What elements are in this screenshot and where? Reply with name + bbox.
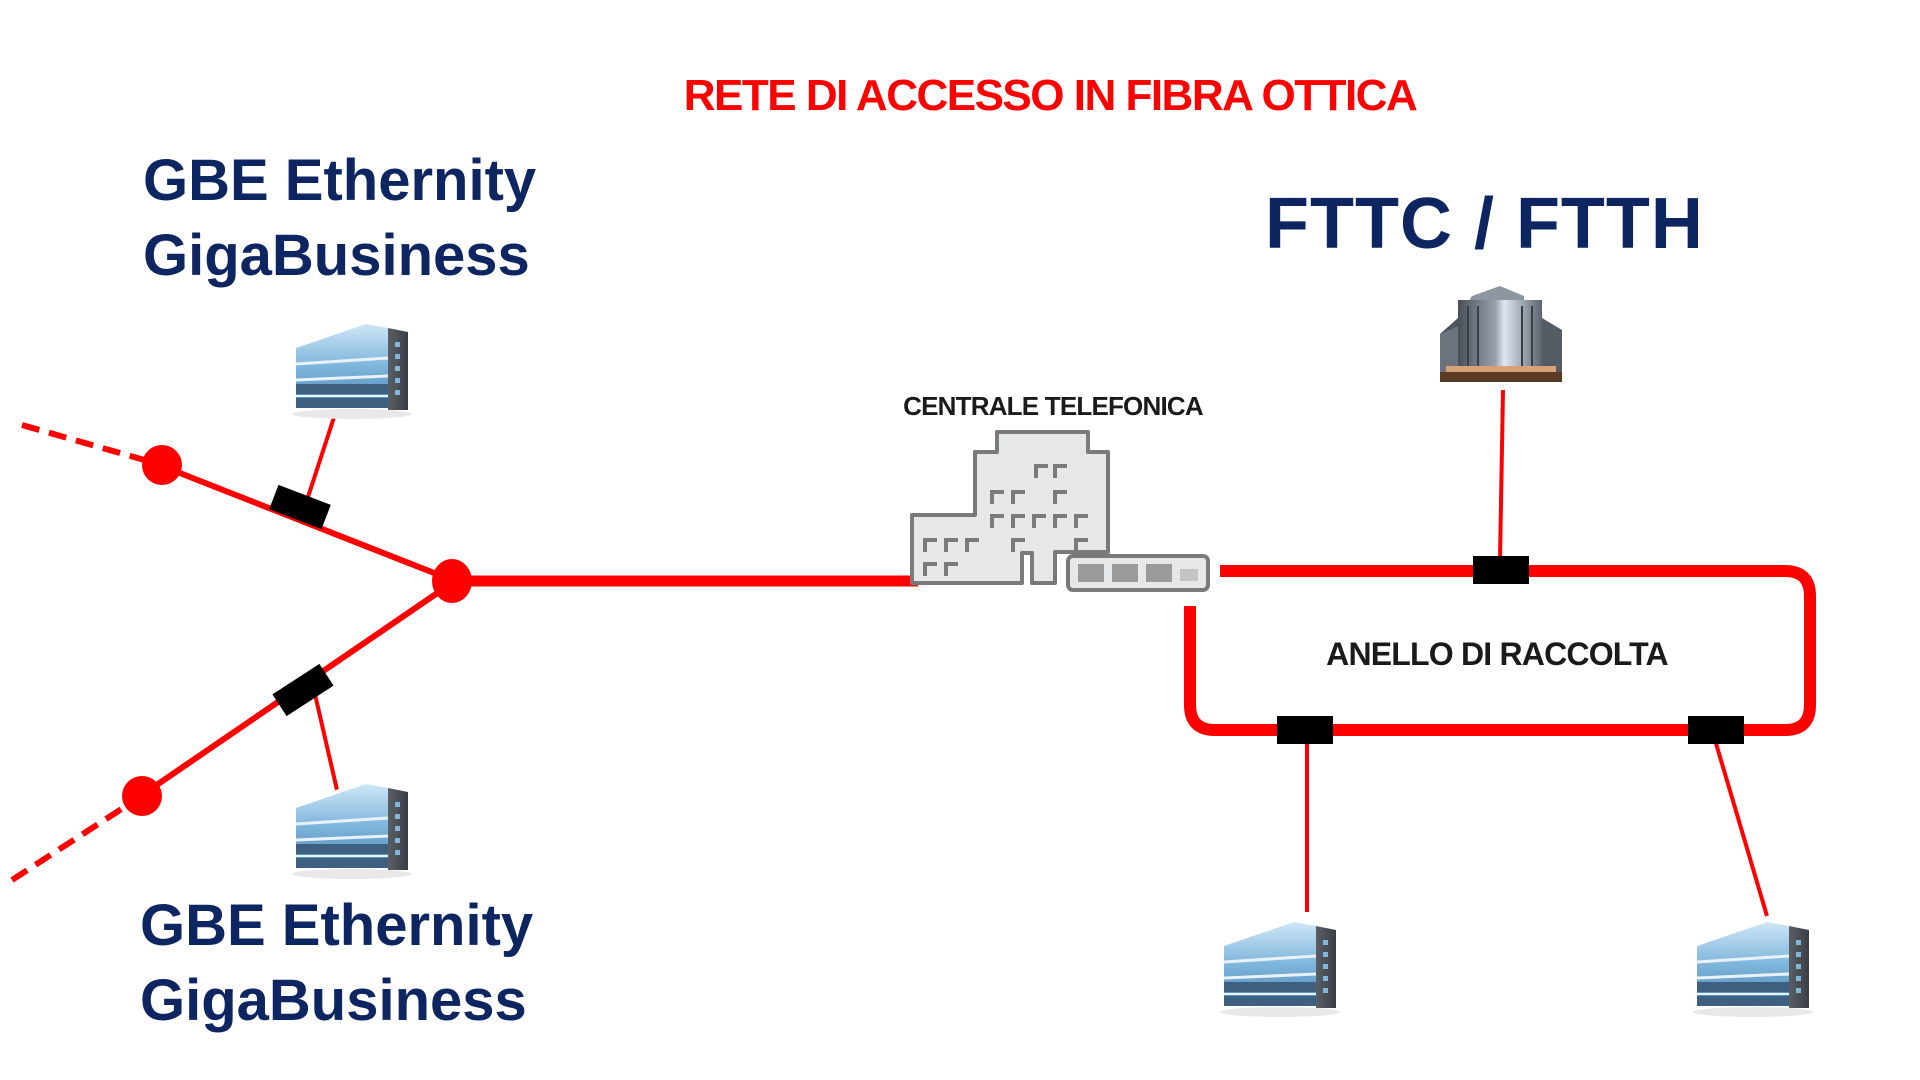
splice-box-upper [269,484,331,530]
fiber-drop-fttc-ftth [1498,389,1505,561]
gbe-bottom-label-line1: GBE Ethernity [140,893,533,958]
fiber-ring [1184,565,1816,736]
ring-label: ANELLO DI RACCOLTA [1326,636,1668,672]
tree-network [10,316,918,883]
fiber-dashed-lower [10,794,142,883]
junction-node [432,559,472,603]
tower-building-icon-fttc-ftth [1440,286,1562,382]
splice-box-ring-bottom-left [1277,716,1333,744]
splitter-node-upper [142,445,182,485]
fiber-dashed-upper [21,422,156,466]
central-office-windows [923,464,1088,576]
collection-ring [1184,286,1816,1019]
switch-ports [1078,564,1198,582]
fiber-drop-ring-right [1713,739,1769,917]
central-office-building-icon [910,430,1110,585]
gbe-top-label-line1: GBE Ethernity [143,148,536,213]
fiber-drop-gbe-bottom [312,689,339,791]
office-building-icon-gbe-top [290,316,414,421]
splitter-node-lower [122,776,162,816]
central-office [910,430,1210,592]
splice-box-ring-bottom-right [1688,716,1744,744]
office-building-icon-ring-right [1691,914,1815,1019]
office-building-icon-gbe-bottom [290,776,414,881]
gbe-bottom-label-line2: GigaBusiness [140,968,527,1033]
office-building-icon-ring-left [1218,914,1342,1019]
splice-box-ring-top [1473,556,1529,584]
fiber-drop-gbe-top [306,407,339,498]
central-office-label: CENTRALE TELEFONICA [903,391,1204,421]
fttc-ftth-label: FTTC / FTTH [1265,184,1704,264]
gbe-top-label-line2: GigaBusiness [143,223,530,288]
diagram-title: RETE DI ACCESSO IN FIBRA OTTICA [684,71,1417,120]
splice-box-lower [272,663,334,717]
